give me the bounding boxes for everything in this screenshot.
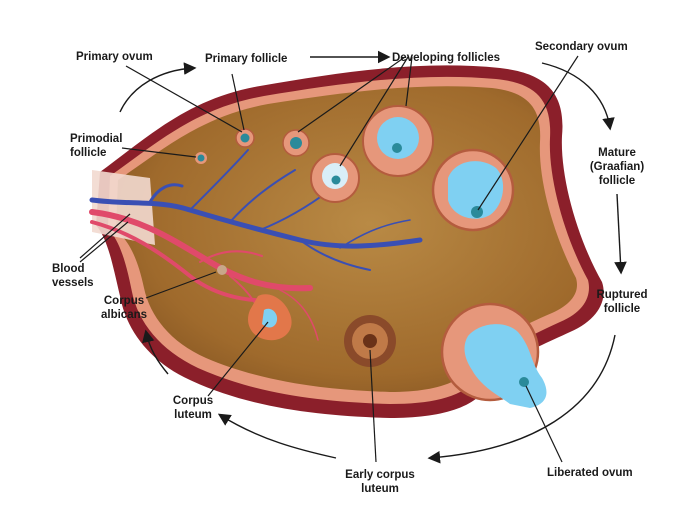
label-ruptured-line-1: Ruptured [596, 289, 648, 301]
label-early-corpus-luteum: Early corpus luteum [340, 468, 420, 496]
leader-lines [79, 55, 579, 463]
developing-follicle-medium [310, 153, 360, 203]
blue-vessels [89, 149, 423, 271]
label-primary-ovum: Primary ovum [76, 51, 153, 63]
label-corpus-albicans: Corpus albicans [96, 294, 152, 322]
label-corpus-luteum: Corpus luteum [168, 394, 218, 422]
label-mature-follicle: Mature (Graafian) follicle [587, 146, 647, 188]
mature-graafian-follicle [431, 148, 515, 232]
label-liberated-ovum: Liberated ovum [547, 467, 633, 479]
arrow-to-mature [541, 62, 615, 131]
arrow-primary-ovum-to-follicle [119, 62, 197, 113]
label-primodial-line-1: Primodial [70, 133, 123, 145]
arrow-to-early-corpus [427, 334, 616, 464]
label-blood-vessels: Blood vessels [52, 262, 94, 290]
label-ruptured-follicle: Ruptured follicle [586, 288, 658, 316]
label-early-corpus-line-1: Early corpus [345, 469, 415, 481]
label-primary-follicle: Primary follicle [205, 53, 288, 65]
label-mature-line-3: follicle [598, 175, 636, 187]
developing-follicle-small [282, 129, 310, 157]
label-mature-line-2: (Graafian) [589, 161, 645, 173]
label-ruptured-line-2: follicle [603, 303, 641, 315]
corpus-luteum-shape [248, 294, 292, 341]
label-corpus-luteum-line-1: Corpus [172, 395, 214, 407]
label-secondary-ovum: Secondary ovum [535, 41, 628, 53]
corpus-albicans-shape [217, 265, 227, 275]
early-corpus-luteum-shape [344, 315, 396, 367]
label-primodial-follicle: Primodial follicle [70, 132, 122, 160]
arrow-to-albicans [142, 329, 169, 375]
arrow-to-ruptured [614, 193, 627, 275]
label-albicans-line-1: Corpus [103, 295, 145, 307]
label-developing-follicles: Developing follicles [392, 52, 500, 64]
primodial-follicle-shape [195, 152, 207, 164]
label-blood-vessels-line-2: vessels [52, 277, 94, 289]
arrow-to-corpus-luteum [217, 413, 337, 459]
red-vessels [89, 209, 319, 341]
label-albicans-line-2: albicans [100, 309, 148, 321]
label-mature-line-1: Mature [598, 147, 636, 159]
label-corpus-luteum-line-2: luteum [174, 409, 212, 421]
primary-follicle-shape [235, 128, 255, 148]
cycle-arrows [119, 50, 627, 464]
developing-follicle-large [362, 105, 434, 177]
label-early-corpus-line-2: luteum [361, 483, 399, 495]
label-primodial-line-2: follicle [70, 147, 107, 159]
label-blood-vessels-line-1: Blood [52, 263, 85, 275]
